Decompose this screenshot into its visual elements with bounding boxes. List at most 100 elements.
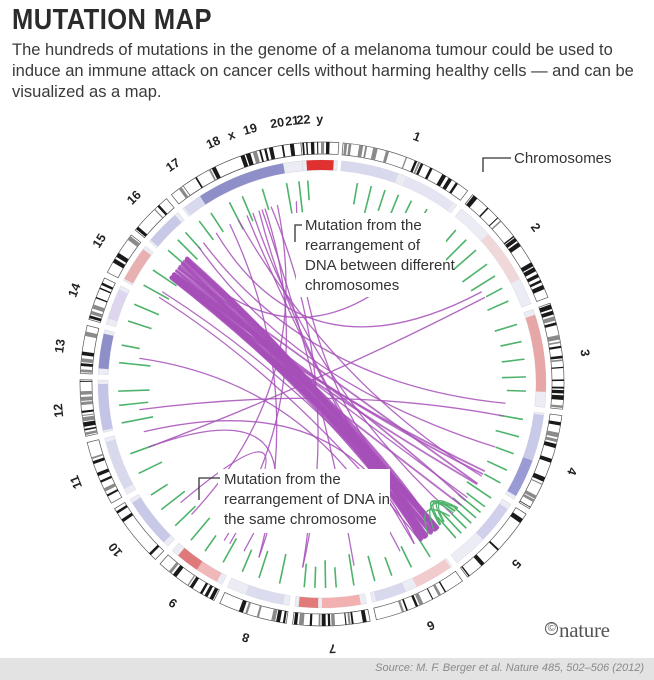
mutation-tick bbox=[451, 513, 467, 529]
cytoband bbox=[550, 355, 563, 360]
cytoband bbox=[449, 182, 458, 194]
cytoband bbox=[81, 358, 94, 364]
cytoband bbox=[172, 565, 184, 578]
cytoband bbox=[116, 252, 129, 264]
copy-number-segment bbox=[373, 582, 406, 602]
cytoband bbox=[488, 217, 499, 227]
mutation-tick bbox=[486, 460, 508, 471]
mutation-tick bbox=[210, 212, 224, 233]
mutation-tick bbox=[303, 563, 308, 588]
cytoband bbox=[544, 322, 557, 328]
cytoband bbox=[80, 381, 93, 382]
cytoband bbox=[90, 310, 103, 318]
cytoband bbox=[363, 145, 368, 159]
mutation-tick bbox=[466, 492, 486, 508]
cytoband bbox=[149, 544, 160, 556]
copy-number-segment bbox=[402, 176, 454, 211]
mutation-tick bbox=[470, 275, 496, 292]
cytoband bbox=[306, 142, 309, 155]
cytoband bbox=[550, 359, 563, 363]
cytoband bbox=[81, 413, 95, 417]
cytoband bbox=[491, 220, 502, 230]
chromosome-label-4: 4 bbox=[564, 466, 580, 477]
copy-number-segment bbox=[196, 561, 222, 582]
cytoband bbox=[92, 457, 105, 465]
intra-annotation-bg bbox=[218, 469, 390, 533]
mutation-tick bbox=[377, 189, 386, 212]
page-subtitle: The hundreds of mutations in the genome … bbox=[12, 41, 634, 101]
cytoband bbox=[302, 142, 305, 155]
mutation-tick bbox=[462, 263, 488, 283]
chromosome-label-x: x bbox=[226, 127, 237, 143]
cytoband bbox=[89, 315, 102, 322]
cytoband bbox=[99, 287, 112, 294]
cytoband bbox=[106, 489, 119, 497]
chromosome-label-7: 7 bbox=[329, 641, 337, 655]
mutation-tick bbox=[436, 516, 457, 539]
mutation-tick bbox=[119, 401, 149, 407]
mutation-tick bbox=[363, 185, 373, 215]
cytoband bbox=[545, 436, 558, 443]
cytoband bbox=[350, 612, 354, 625]
inter-annotation-bg bbox=[296, 213, 446, 297]
chromosome-label-9: 9 bbox=[166, 595, 180, 611]
mutation-tick bbox=[298, 181, 304, 213]
cytoband bbox=[264, 148, 270, 161]
cytoband bbox=[309, 613, 313, 626]
cytoband bbox=[204, 585, 214, 598]
copy-number-segment bbox=[98, 333, 114, 370]
mutation-tick bbox=[487, 300, 509, 312]
nature-logo-text: nature bbox=[559, 618, 610, 642]
cytoband bbox=[508, 242, 521, 253]
cytoband bbox=[546, 430, 560, 438]
cytoband bbox=[548, 341, 561, 346]
cytoband bbox=[281, 145, 286, 158]
inter-annotation-line-3: DNA between different bbox=[305, 257, 456, 274]
inter-annotation-line-1: Mutation from the bbox=[305, 217, 422, 234]
cytoband bbox=[532, 472, 546, 482]
mutation-tick bbox=[494, 323, 518, 332]
mutation-tick bbox=[204, 534, 217, 552]
cytoband bbox=[240, 154, 249, 168]
mutation-tick bbox=[506, 389, 526, 392]
copy-number-segment bbox=[132, 497, 171, 543]
cytoband bbox=[539, 455, 553, 463]
cytoband bbox=[282, 610, 287, 624]
chromosome-label-5: 5 bbox=[509, 556, 524, 571]
copy-number-segment bbox=[507, 457, 533, 496]
cytoband bbox=[551, 394, 564, 400]
cytoband bbox=[154, 208, 164, 219]
cytoband bbox=[401, 156, 408, 169]
mutation-tick bbox=[501, 376, 526, 379]
copy-number-segment bbox=[107, 289, 129, 322]
copy-number-segment bbox=[475, 503, 508, 540]
cytoband bbox=[488, 540, 499, 551]
inter-annotation-line-4: chromosomes bbox=[305, 277, 399, 294]
chromosome-label-1: 1 bbox=[411, 129, 423, 145]
cytoband bbox=[424, 167, 433, 180]
cytoband bbox=[178, 187, 189, 199]
mutation-tick bbox=[352, 182, 359, 205]
cytoband bbox=[121, 512, 134, 523]
mutation-tick bbox=[143, 284, 170, 300]
chromosome-label-10: 10 bbox=[106, 540, 126, 560]
mutation-tick bbox=[453, 249, 477, 270]
mutation-tick bbox=[222, 537, 238, 563]
cytoband bbox=[168, 562, 179, 574]
mutation-tick bbox=[334, 567, 338, 588]
cytoband bbox=[112, 258, 126, 269]
mutation-tick bbox=[285, 182, 293, 214]
cytoband bbox=[320, 142, 325, 155]
chromosome-label-22: 22 bbox=[296, 112, 311, 127]
cytoband bbox=[438, 581, 447, 593]
copy-number-segment bbox=[245, 585, 285, 605]
cytoband bbox=[524, 490, 537, 499]
cytoband bbox=[208, 169, 217, 181]
cytoband bbox=[317, 142, 319, 155]
cytoband bbox=[80, 390, 93, 395]
cytoband bbox=[526, 273, 540, 283]
cytoband bbox=[91, 453, 104, 460]
mutation-tick bbox=[400, 545, 413, 568]
chromosomes-annotation-label: Chromosomes bbox=[514, 150, 612, 167]
cytoband bbox=[503, 235, 515, 245]
